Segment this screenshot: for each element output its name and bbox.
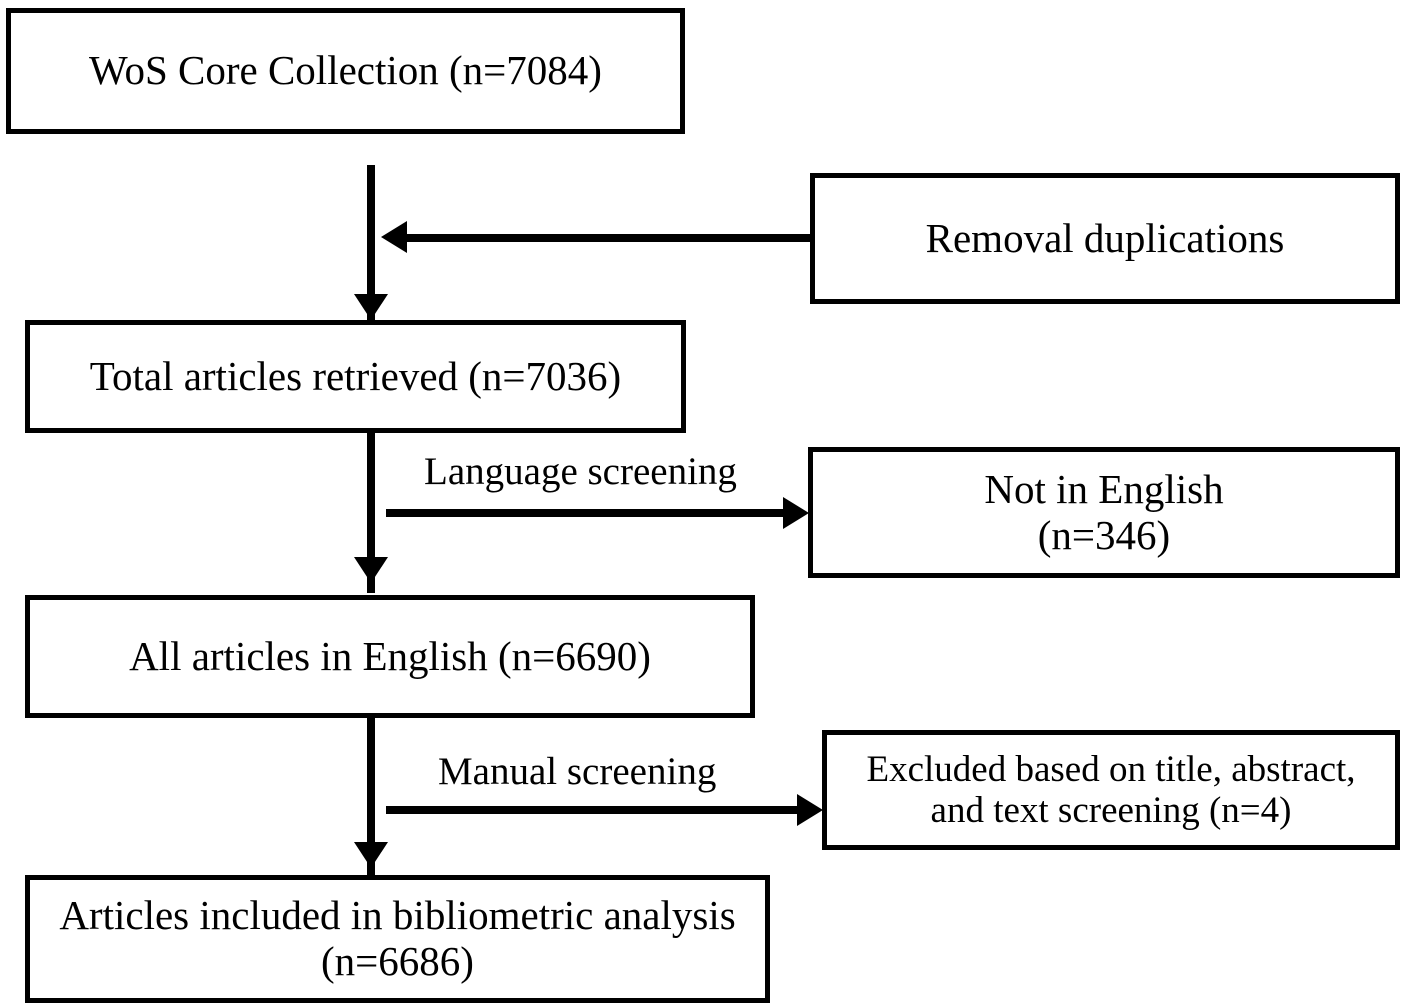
node-wos-core-collection-label: WoS Core Collection (n=7084)	[89, 47, 602, 94]
connector-wos-to-total-arrowhead	[354, 294, 388, 320]
edge-label-language-screening: Language screening	[424, 450, 737, 493]
node-excluded-manual-screening-label: Excluded based on title, abstract, and t…	[866, 748, 1356, 831]
node-wos-core-collection: WoS Core Collection (n=7084)	[6, 8, 685, 134]
connector-removal-to-spine-arrowhead	[381, 221, 407, 253]
edge-label-manual-screening: Manual screening	[438, 750, 717, 793]
connector-total-to-english-line	[367, 433, 375, 593]
connector-spine-to-not-english-line	[386, 509, 786, 517]
node-removal-duplications-label: Removal duplications	[925, 214, 1285, 261]
node-removal-duplications: Removal duplications	[810, 173, 1400, 304]
node-total-articles-retrieved: Total articles retrieved (n=7036)	[25, 320, 686, 433]
node-articles-included: Articles included in bibliometric analys…	[25, 875, 770, 1003]
node-total-articles-retrieved-label: Total articles retrieved (n=7036)	[89, 352, 622, 399]
connector-total-to-english-arrowhead	[354, 557, 388, 583]
connector-spine-to-excluded-line	[386, 806, 800, 814]
connector-removal-to-spine-line	[400, 234, 812, 242]
connector-spine-to-not-english-arrowhead	[783, 497, 809, 529]
node-not-in-english-label: Not in English (n=346)	[984, 465, 1224, 558]
node-all-articles-in-english: All articles in English (n=6690)	[25, 595, 755, 718]
connector-spine-to-excluded-arrowhead	[797, 794, 823, 826]
node-not-in-english: Not in English (n=346)	[808, 447, 1400, 578]
connector-english-to-included-line	[367, 718, 375, 878]
connector-english-to-included-arrowhead	[354, 842, 388, 868]
node-excluded-manual-screening: Excluded based on title, abstract, and t…	[822, 730, 1400, 850]
connector-wos-to-total-line	[367, 165, 375, 330]
node-articles-included-label: Articles included in bibliometric analys…	[59, 892, 736, 984]
node-all-articles-in-english-label: All articles in English (n=6690)	[129, 632, 651, 679]
